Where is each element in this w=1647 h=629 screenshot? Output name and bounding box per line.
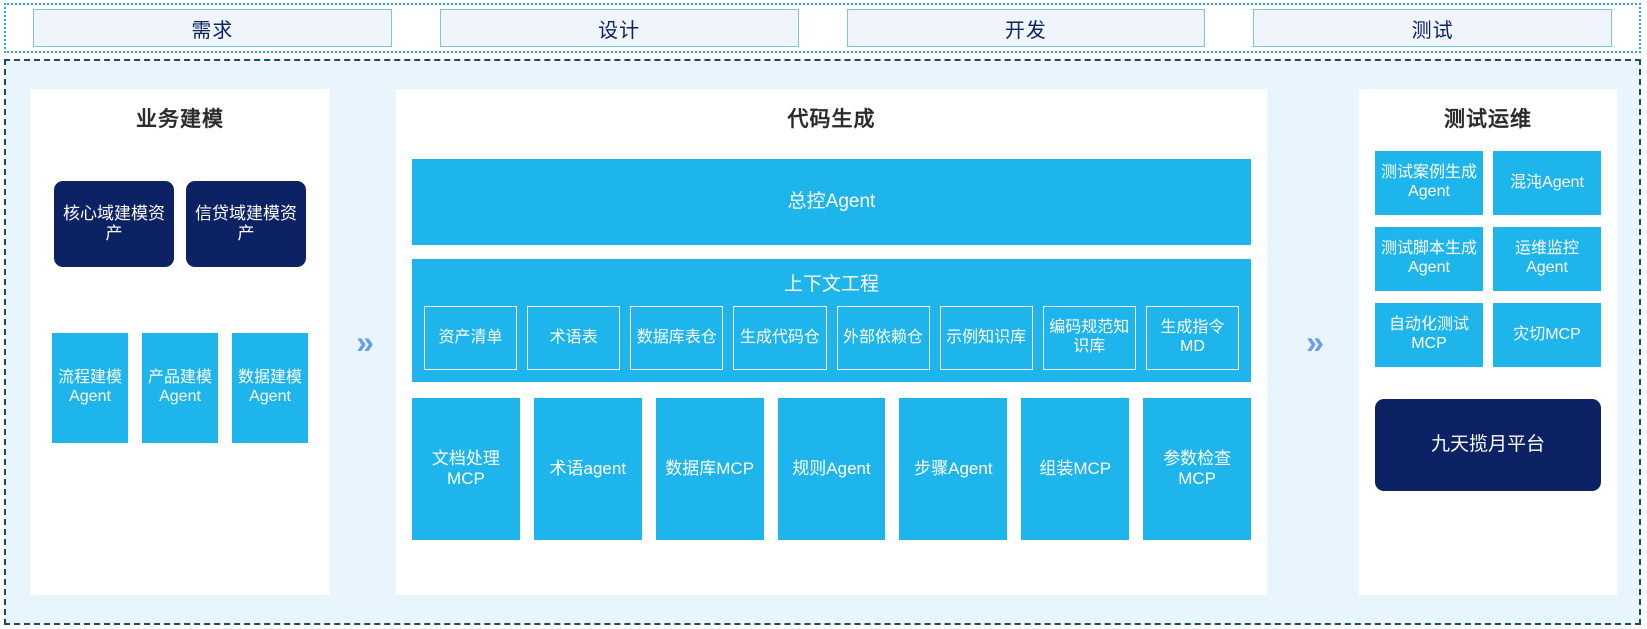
double-chevron-right-icon-2: » xyxy=(1306,323,1324,360)
test-card-case-generation-agent[interactable]: 测试案例生成Agent xyxy=(1375,151,1483,215)
tool-card-assembly-mcp[interactable]: 组装MCP xyxy=(1021,398,1130,540)
context-item-example-knowledge-base[interactable]: 示例知识库 xyxy=(939,306,1033,370)
context-item-db-table-repo[interactable]: 数据库表仓 xyxy=(630,306,724,370)
context-item-external-dependency-repo[interactable]: 外部依赖仓 xyxy=(836,306,930,370)
platform-card-jiutian[interactable]: 九天揽月平台 xyxy=(1375,399,1601,491)
code-generation-panel: 代码生成 总控Agent 上下文工程 资产清单 术语表 数据库表仓 生成代码仓 … xyxy=(396,89,1267,595)
context-item-coding-standard-knowledge-base[interactable]: 编码规范知识库 xyxy=(1042,306,1136,370)
business-agent-row: 流程建模Agent 产品建模Agent 数据建模Agent xyxy=(46,333,314,443)
test-card-chaos-agent[interactable]: 混沌Agent xyxy=(1493,151,1601,215)
main-diagram-area: 业务建模 核心域建模资产 信贷域建模资产 流程建模Agent 产品建模Agent… xyxy=(4,59,1641,625)
stage-bar: 需求 设计 开发 测试 xyxy=(4,3,1641,53)
context-item-generated-code-repo[interactable]: 生成代码仓 xyxy=(733,306,827,370)
context-item-asset-list[interactable]: 资产清单 xyxy=(424,306,518,370)
tool-card-document-processing-mcp[interactable]: 文档处理MCP xyxy=(412,398,520,540)
test-card-script-generation-agent[interactable]: 测试脚本生成Agent xyxy=(1375,227,1483,291)
test-ops-panel: 测试运维 测试案例生成Agent 混沌Agent 测试脚本生成Agent 运维监… xyxy=(1359,89,1617,595)
context-item-generation-instruction-md[interactable]: 生成指令MD xyxy=(1145,306,1239,370)
context-item-glossary[interactable]: 术语表 xyxy=(527,306,621,370)
context-engineering-title: 上下文工程 xyxy=(783,274,879,295)
business-asset-row: 核心域建模资产 信贷域建模资产 xyxy=(46,181,314,267)
stage-tab-design[interactable]: 设计 xyxy=(439,9,799,47)
test-card-grid: 测试案例生成Agent 混沌Agent 测试脚本生成Agent 运维监控Agen… xyxy=(1375,151,1601,367)
test-card-ops-monitoring-agent[interactable]: 运维监控Agent xyxy=(1493,227,1601,291)
master-agent-banner[interactable]: 总控Agent xyxy=(412,159,1251,245)
agent-card-process-modeling[interactable]: 流程建模Agent xyxy=(52,333,128,443)
double-chevron-right-icon: » xyxy=(356,323,374,360)
code-panel-title: 代码生成 xyxy=(787,108,876,131)
test-card-disaster-switch-mcp[interactable]: 灾切MCP xyxy=(1493,303,1601,367)
tool-card-parameter-check-mcp[interactable]: 参数检查MCP xyxy=(1143,398,1252,540)
context-items-row: 资产清单 术语表 数据库表仓 生成代码仓 外部依赖仓 示例知识库 编码规范知识库… xyxy=(424,306,1239,370)
context-engineering-block: 上下文工程 资产清单 术语表 数据库表仓 生成代码仓 外部依赖仓 示例知识库 编… xyxy=(412,259,1251,382)
tool-card-glossary-agent[interactable]: 术语agent xyxy=(533,398,642,540)
stage-tab-testing[interactable]: 测试 xyxy=(1253,9,1612,47)
stage-tab-development[interactable]: 开发 xyxy=(846,9,1206,47)
code-tool-row: 文档处理MCP 术语agent 数据库MCP 规则Agent 步骤Agent 组… xyxy=(412,398,1252,540)
business-panel-title: 业务建模 xyxy=(136,108,224,131)
agent-card-data-modeling[interactable]: 数据建模Agent xyxy=(232,333,308,443)
asset-card-core-domain[interactable]: 核心域建模资产 xyxy=(54,181,174,267)
business-modeling-panel: 业务建模 核心域建模资产 信贷域建模资产 流程建模Agent 产品建模Agent… xyxy=(30,89,330,595)
stage-tab-requirements[interactable]: 需求 xyxy=(33,9,392,47)
asset-card-credit-domain[interactable]: 信贷域建模资产 xyxy=(186,181,306,267)
agent-card-product-modeling[interactable]: 产品建模Agent xyxy=(142,333,218,443)
tool-card-database-mcp[interactable]: 数据库MCP xyxy=(655,398,764,540)
test-card-automation-test-mcp[interactable]: 自动化测试MCP xyxy=(1375,303,1483,367)
tool-card-rule-agent[interactable]: 规则Agent xyxy=(777,398,886,540)
tool-card-step-agent[interactable]: 步骤Agent xyxy=(899,398,1008,540)
test-panel-title: 测试运维 xyxy=(1444,108,1532,131)
